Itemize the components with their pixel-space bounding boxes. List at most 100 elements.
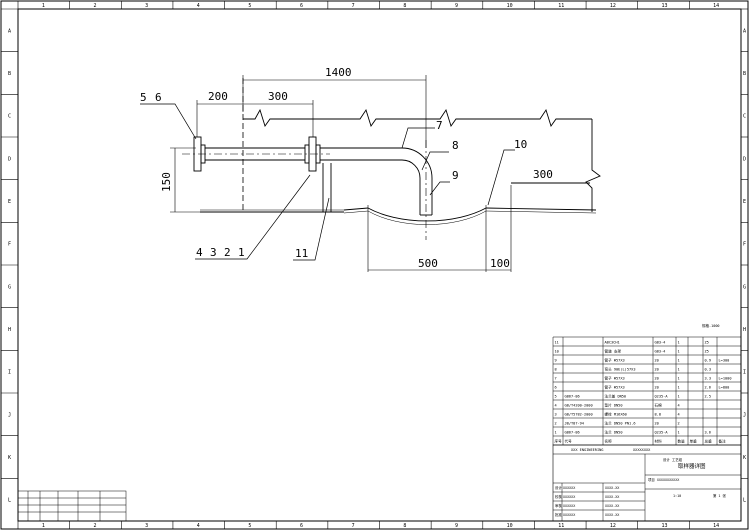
dim-150: 150 [160,172,173,192]
sign-date: XXXX-XX [605,504,620,508]
bom-cell: 总重 [705,438,713,443]
bom-cell: 9 [555,358,557,362]
bom-cell: 20 [655,358,659,362]
grid-column-label: 3 [145,523,148,529]
bom-cell: 垫片 DN50 [605,402,623,407]
grid-row-label: I [743,370,746,376]
sign-date: XXXX-XX [605,495,620,499]
bom-cell: JB/T87-94 [565,421,584,425]
bom-cell: 3.6 [705,430,712,434]
grid-column-label: 14 [713,3,719,9]
bom-cell: GB/T5782-2000 [565,412,593,416]
bom-cell: 法兰盖 DN50 [605,393,627,398]
grid-column-label: 12 [610,3,616,9]
bom-cell: 8 [555,367,557,371]
bom-cell: L=800 [719,385,730,389]
grid-column-label: 1 [42,523,45,529]
grid-column-label: 13 [662,3,668,9]
bom-cell: Q235-A [655,430,669,434]
drawing-title: 取样器详图 [678,462,706,470]
bom-cell: 材料 [655,438,663,443]
bom-cell: 2 [678,421,680,425]
callout-6: 6 [155,91,162,104]
grid-row-label: E [8,199,11,205]
bom-cell: 3.3 [705,376,712,380]
bom-cell: ABC3CH1 [605,340,620,344]
callout-2: 2 [224,246,231,259]
dim-200: 200 [208,90,228,103]
bom-cell: GB3-4 [655,340,666,344]
bom-cell: 单重 [690,438,698,443]
dim-100: 100 [490,257,510,270]
bom-cell: 6 [555,385,557,389]
grid-column-label: 4 [197,3,200,9]
grid-row-label: H [743,327,746,333]
bom-cell: 2.5 [705,394,712,398]
bom-cell: 管子 Φ57X3 [605,375,625,380]
grid-row-label: D [743,156,746,162]
grid-row-label: K [8,455,11,461]
grid-row-label: G [743,284,746,290]
bom-cell: 法兰 DN50 [605,429,623,434]
grid-column-label: 7 [352,3,355,9]
bom-cell: L=1000 [719,376,732,380]
bom-cell: 2.6 [705,385,712,389]
dim-1400: 1400 [325,66,352,79]
grid-column-label: 13 [662,523,668,529]
callout-7: 7 [436,119,443,132]
grid-row-label: A [8,28,11,34]
grid-row-label: B [8,71,11,77]
bom-cell: 2 [555,421,557,425]
bom-cell: 1 [678,358,680,362]
sign-role: 审核 [555,503,562,508]
bom-cell: 0.3 [705,367,712,371]
grid-column-label: 12 [610,523,616,529]
bom-cell: 1 [678,394,680,398]
bom-cell: 7 [555,376,557,380]
sub-header-right: XXXXXXXX [633,448,651,452]
bom-cell: Z5 [705,340,709,344]
bom-cell: 序号 [555,438,563,443]
bom-cell: 弯头 90E(L)57X3 [605,366,636,371]
callout-10: 10 [514,138,527,151]
bom-cell: 0.9 [705,358,712,362]
callout-leaders [140,103,515,261]
revision-block [17,490,127,522]
bom-cell: Z5 [705,349,709,353]
bom-cell: 20 [655,367,659,371]
sign-role: 校核 [555,494,562,499]
sign-date: XXXX-XX [605,486,620,490]
sign-name: XXXXXX [563,504,576,508]
grid-row-label: K [743,455,746,461]
grid-column-label: 11 [558,523,564,529]
sign-role: 批准 [555,512,562,517]
grid-column-label: 7 [352,523,355,529]
grid-column-label: 1 [42,3,45,9]
grid-row-label: D [8,156,11,162]
bom-cell: 管子 Φ57X3 [605,357,625,362]
sign-name: XXXXXX [563,513,576,517]
scale-value: 1:10 [673,494,681,498]
small-note: 规格-1000 [702,323,720,328]
grid-row-label: J [743,412,746,418]
bom-cell: 4 [678,412,680,416]
bom-cell: 螺栓 M16X60 [605,411,627,416]
callout-1: 1 [238,246,245,259]
bom-cell: 1 [555,430,557,434]
project: 项目 XXXXXXXXXXX [648,478,680,482]
grid-column-label: 2 [93,523,96,529]
grid-row-label: F [743,242,746,248]
bom-cell: GB3-4 [655,349,666,353]
bom-cell: 3 [555,412,557,416]
grid-column-label: 6 [300,3,303,9]
callout-8: 8 [452,139,459,152]
grid-column-label: 9 [455,523,458,529]
callout-5: 5 [140,91,147,104]
bom-cell: 1 [678,385,680,389]
grid-column-label: 6 [300,523,303,529]
bom-cell: 20 [655,385,659,389]
grid-column-label: 5 [248,3,251,9]
